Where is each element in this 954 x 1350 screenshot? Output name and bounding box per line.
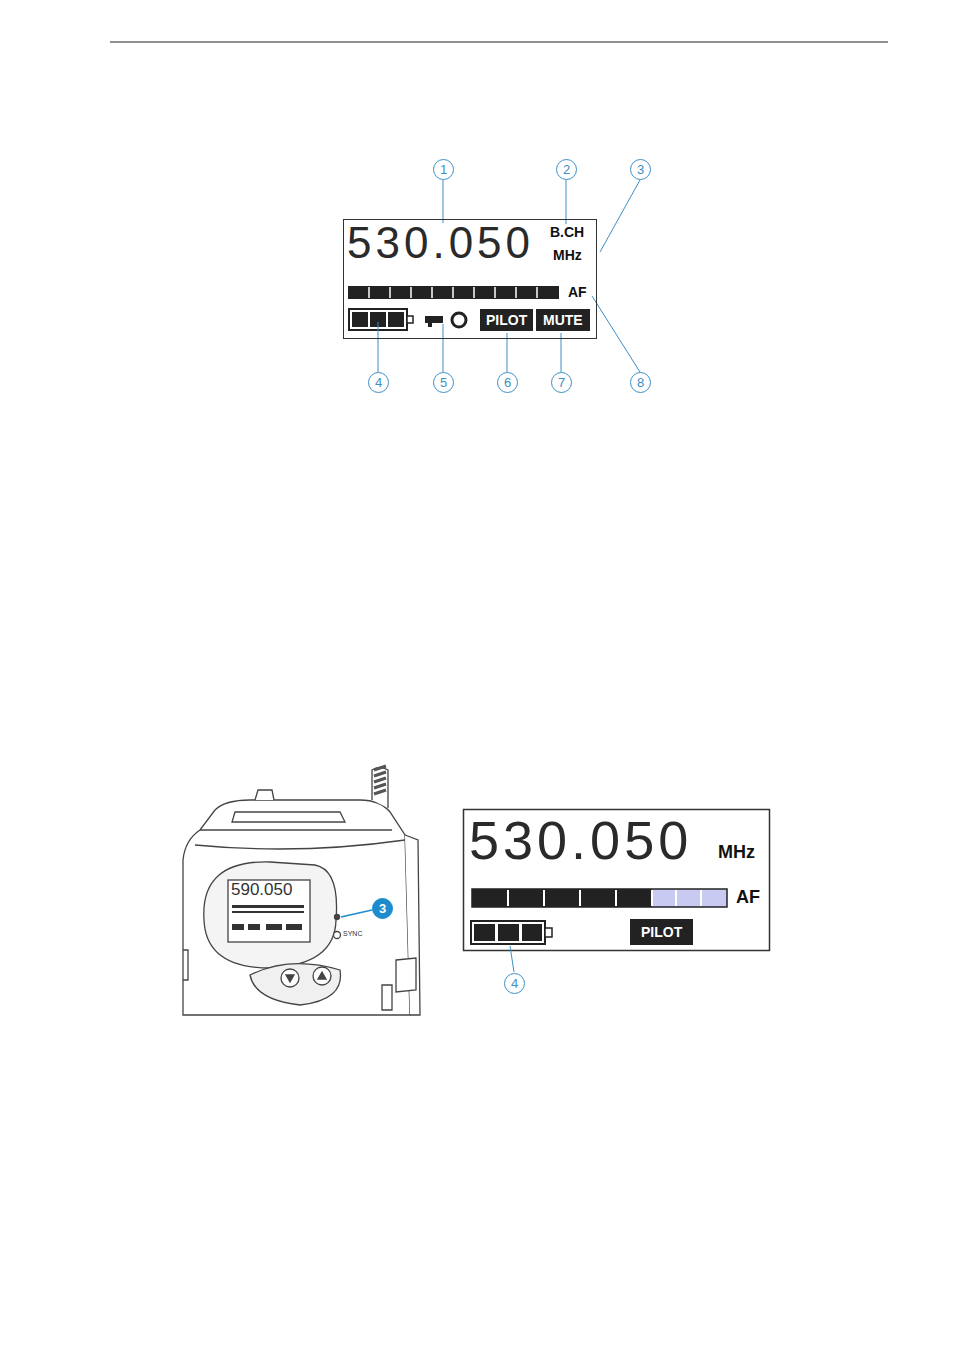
indicator-text: MUTE	[543, 312, 583, 328]
callout-number: 3	[630, 159, 651, 180]
frequency-readout: 530.050	[469, 810, 692, 870]
bank-channel-label: B.CH	[550, 224, 584, 240]
callout-number: 1	[433, 159, 454, 180]
af-label: AF	[568, 284, 587, 300]
af-label: AF	[736, 887, 760, 908]
callout-number: 6	[497, 372, 518, 393]
frequency-readout: 530.050	[347, 218, 534, 268]
indicator-text: PILOT	[486, 312, 527, 328]
mute-indicator: MUTE	[536, 309, 590, 331]
callout-number: 4	[368, 372, 389, 393]
lcd-display: 530.050MHzAF PILOT	[463, 809, 770, 951]
callout-number: 5	[433, 372, 454, 393]
callout-number: 2	[556, 159, 577, 180]
callout-number: 8	[630, 372, 651, 393]
unit-label: MHz	[553, 247, 582, 263]
button-label: SYNC	[343, 930, 362, 937]
indicator-text: PILOT	[641, 924, 682, 940]
callout-number: 4	[504, 973, 525, 994]
device-display-text: 590.050	[231, 881, 292, 898]
pilot-indicator: PILOT	[630, 919, 693, 945]
unit-label: MHz	[718, 842, 755, 863]
callout-number: 7	[551, 372, 572, 393]
callout-number: 3	[372, 898, 393, 919]
pilot-indicator: PILOT	[480, 309, 533, 331]
lcd-display: 530.050 B.CH MHzAF PILOT MUTE	[343, 219, 597, 339]
